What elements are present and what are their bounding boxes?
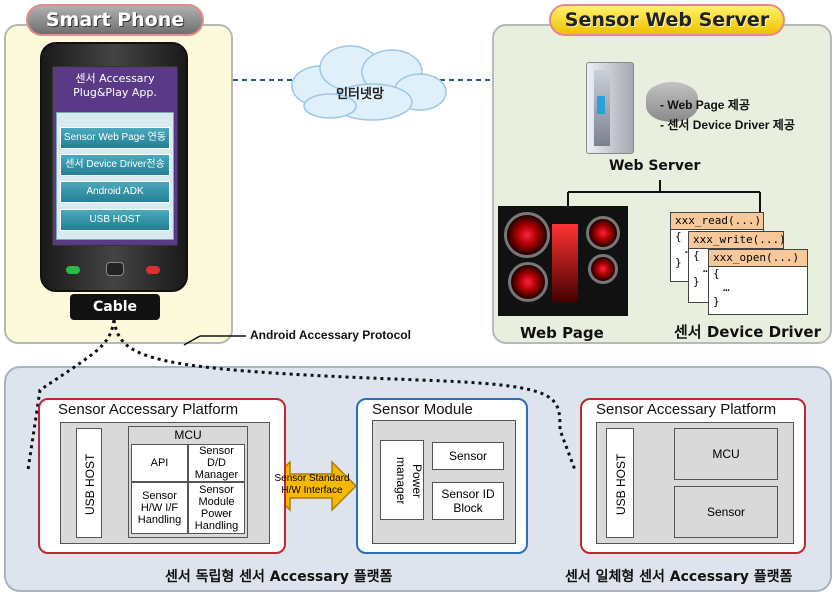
- code-card-open: xxx_open(...) { … }: [708, 249, 808, 315]
- code-card-head: xxx_open(...): [709, 250, 807, 267]
- smartphone-title: Smart Phone: [26, 4, 204, 36]
- device-driver-label: 센서 Device Driver: [674, 323, 821, 341]
- web-server-label: Web Server: [609, 158, 701, 174]
- interface-label: Sensor Standard H/W Interface: [270, 472, 354, 498]
- home-button-icon: [106, 262, 124, 276]
- end-call-icon: [146, 266, 160, 274]
- code-line: }: [713, 295, 720, 308]
- cable-label: Cable: [70, 294, 160, 320]
- menu-device-driver-transfer[interactable]: 센서 Device Driver전송: [60, 154, 170, 176]
- server-note-device-driver: - 센서 Device Driver 제공: [660, 118, 795, 132]
- power-manager-label: Power manager: [394, 457, 424, 505]
- code-card-head: xxx_read(...): [671, 213, 763, 230]
- web-server-title: Sensor Web Server: [549, 4, 785, 36]
- mcu-api: API: [131, 444, 188, 482]
- code-line: }: [693, 275, 700, 288]
- disk-icon: [646, 82, 698, 122]
- gauge-icon: [504, 212, 550, 258]
- app-title-line1: 센서 Accessary: [75, 72, 155, 85]
- app-title-line2: Plug&Play App.: [73, 86, 157, 99]
- bar-meter-icon: [552, 224, 578, 302]
- usb-host-label: USB HOST: [614, 453, 628, 515]
- code-line: {: [713, 267, 720, 280]
- caption-integrated-platform: 센서 일체형 센서 Accessary 플랫폼: [565, 569, 793, 585]
- sensor-block-right: Sensor: [674, 486, 778, 538]
- platform-right-title: Sensor Accessary Platform: [596, 401, 777, 418]
- code-line: {: [693, 249, 700, 262]
- menu-android-adk[interactable]: Android ADK: [60, 181, 170, 203]
- sensor-block: Sensor: [432, 442, 504, 470]
- interface-label-line1: Sensor Standard: [274, 473, 350, 484]
- call-icon: [66, 266, 80, 274]
- web-page-label: Web Page: [520, 324, 604, 342]
- power-manager-block: Power manager: [380, 440, 424, 520]
- mcu-block-right: MCU: [674, 428, 778, 480]
- code-line: {: [675, 230, 682, 243]
- app-title: 센서 Accessary Plug&Play App.: [52, 72, 178, 100]
- mcu-power-handling: Sensor Module Power Handling: [188, 482, 245, 534]
- mcu-title: MCU: [174, 428, 202, 442]
- gauge-icon: [588, 254, 618, 284]
- gauge-icon: [586, 216, 620, 250]
- internet-label: 인터넷망: [336, 87, 384, 102]
- code-card-head: xxx_write(...): [689, 232, 786, 249]
- mcu-hw-if-handling: Sensor H/W I/F Handling: [131, 482, 188, 534]
- usb-host-right: USB HOST: [606, 428, 634, 538]
- sensor-id-block: Sensor ID Block: [432, 482, 504, 520]
- gauge-icon: [508, 262, 548, 302]
- cloud-icon: [291, 45, 447, 121]
- server-note-web-page: - Web Page 제공: [660, 98, 750, 112]
- code-line: …: [723, 281, 730, 294]
- usb-host-label: USB HOST: [83, 453, 97, 515]
- code-line: }: [675, 256, 682, 269]
- mcu-sensor-dd-manager: Sensor D/D Manager: [188, 444, 245, 482]
- interface-label-line2: H/W Interface: [281, 485, 343, 496]
- code-line: …: [703, 262, 710, 275]
- menu-sensor-web-page[interactable]: Sensor Web Page 연동: [60, 127, 170, 149]
- cable-to-left-platform: [26, 319, 116, 471]
- caption-independent-platform: 센서 독립형 센서 Accessary 플랫폼: [165, 569, 393, 585]
- platform-left-title: Sensor Accessary Platform: [58, 401, 239, 418]
- server-indicator: [597, 96, 605, 114]
- protocol-label: Android Accessary Protocol: [250, 328, 411, 342]
- sensor-module-title: Sensor Module: [372, 401, 473, 418]
- menu-usb-host[interactable]: USB HOST: [60, 209, 170, 231]
- usb-host-left: USB HOST: [76, 428, 102, 538]
